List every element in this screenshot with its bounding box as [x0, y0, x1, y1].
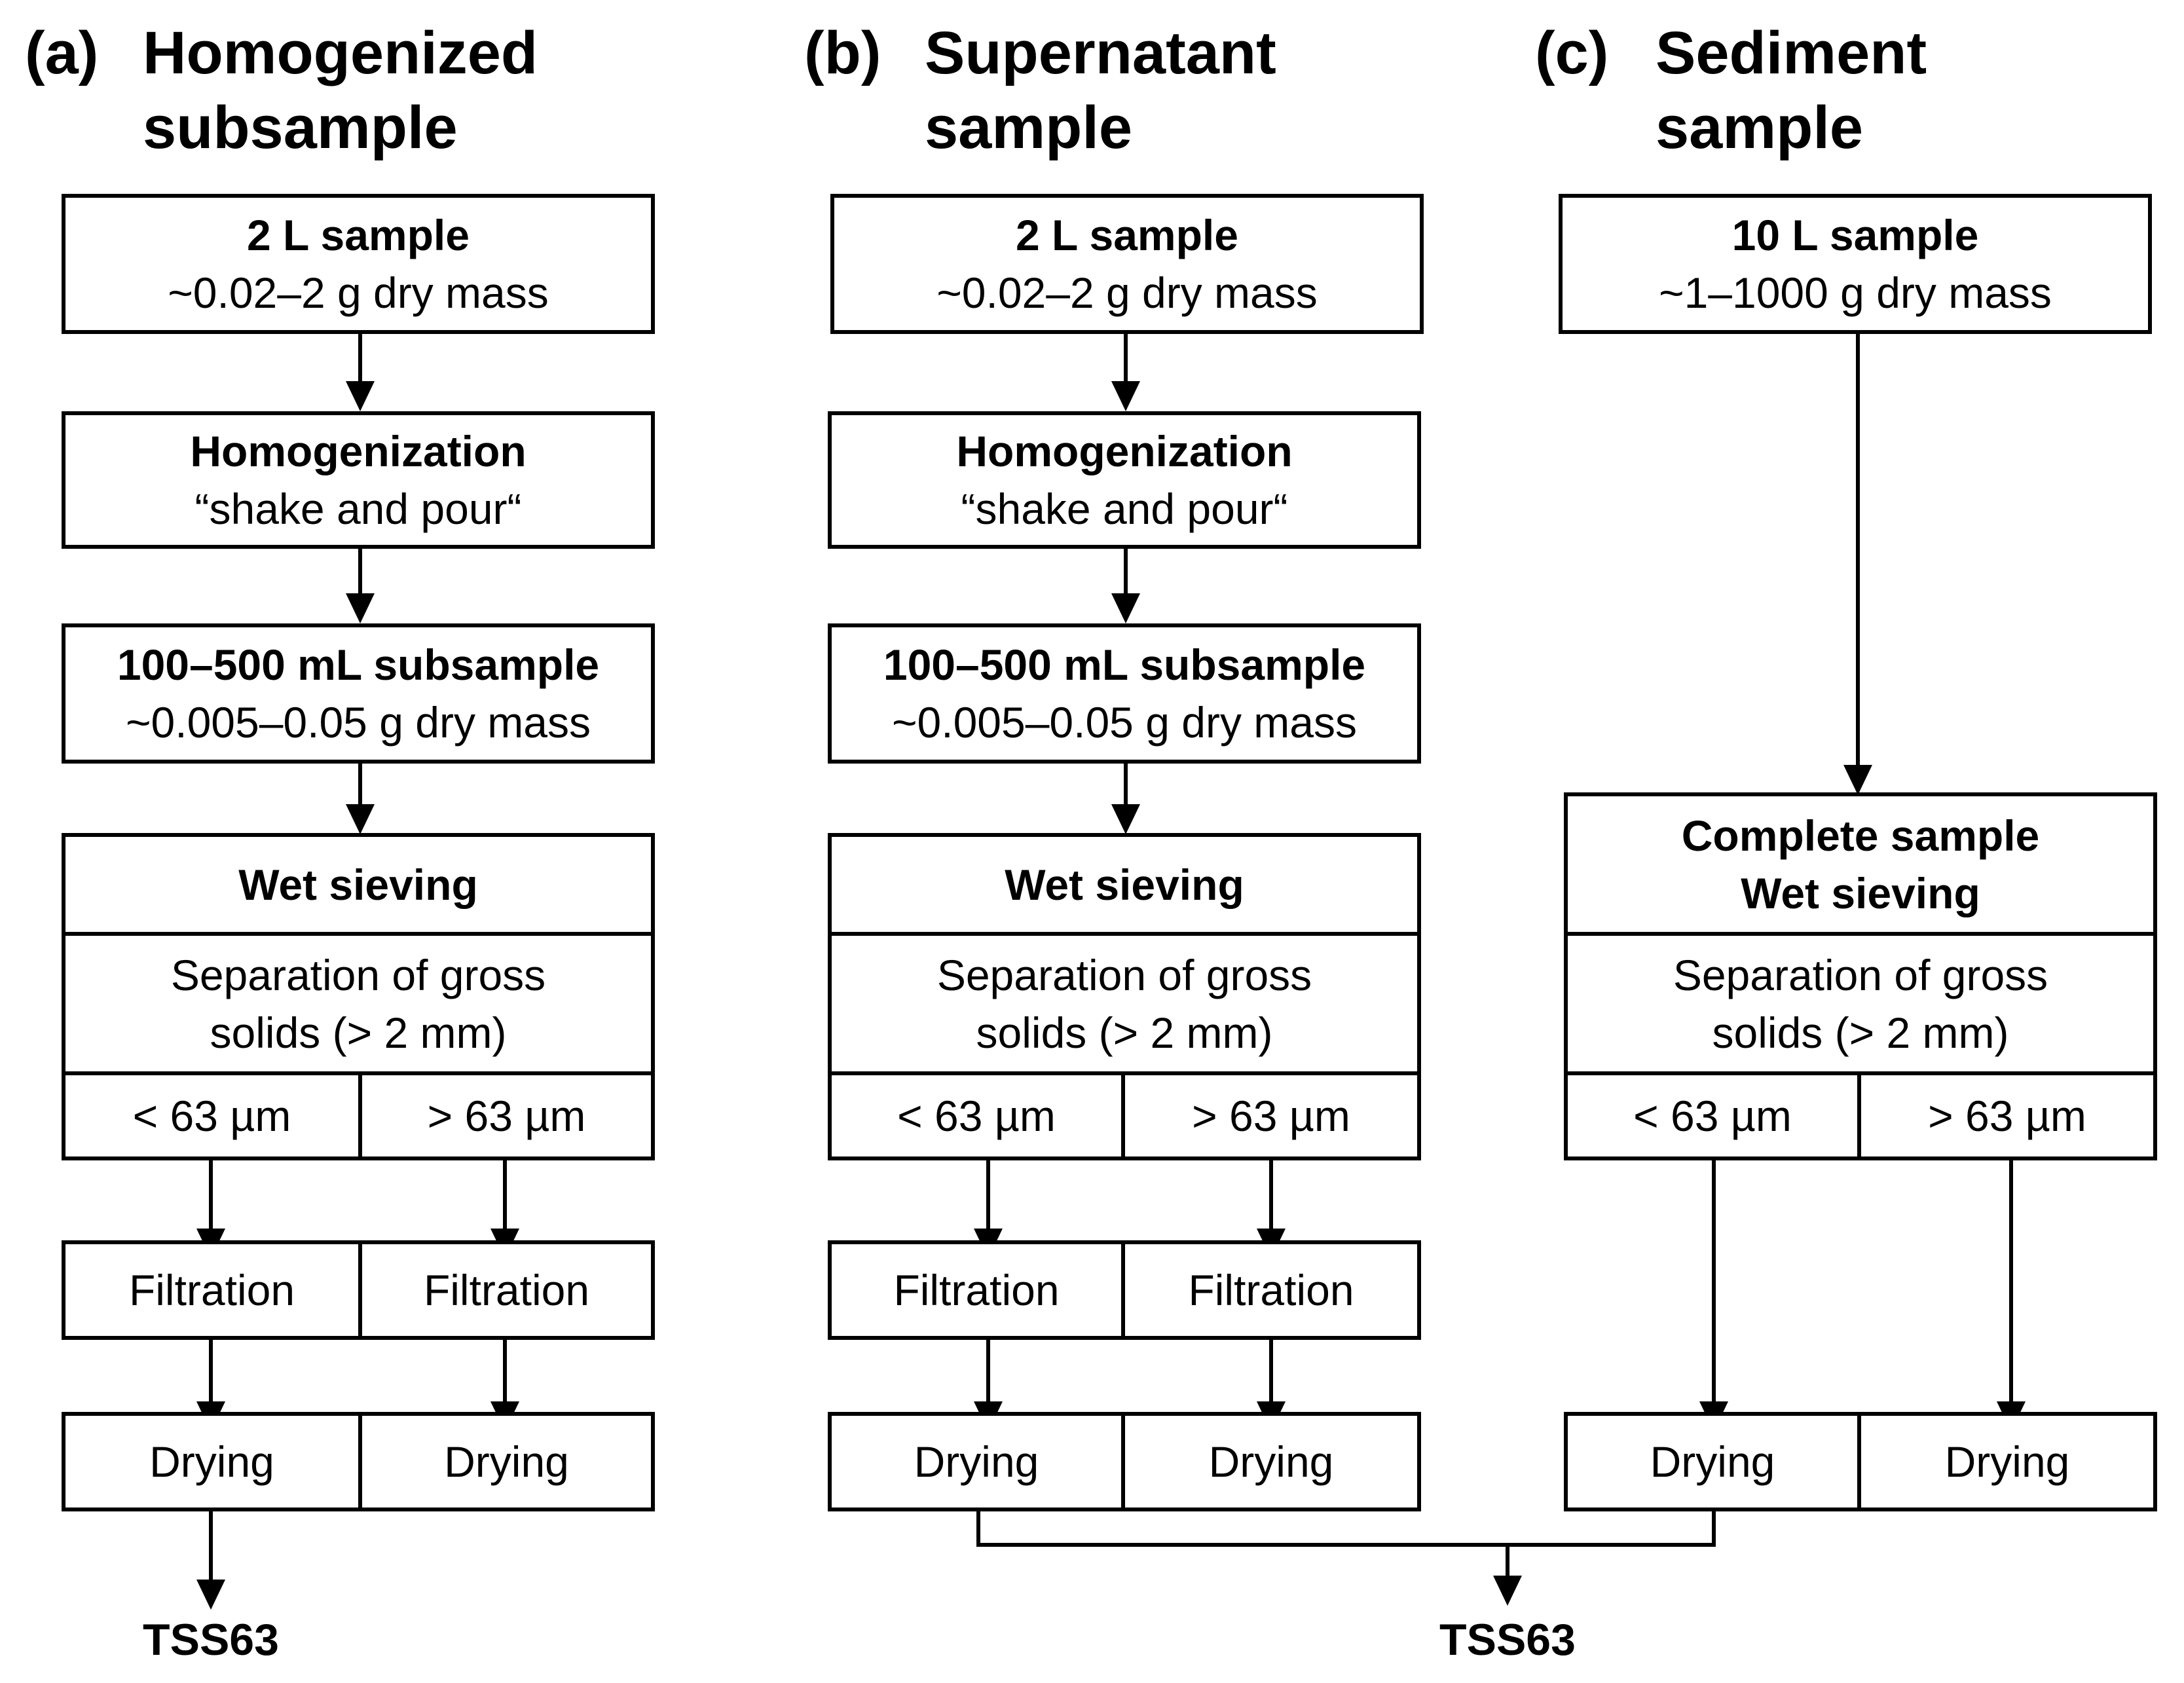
- b-fraction-gt63: > 63 µm: [1121, 1071, 1421, 1160]
- a-arrow-3-head: [346, 804, 375, 834]
- a-subsample-mass: ~0.005–0.05 g dry mass: [126, 698, 591, 747]
- heading-a-label: (a): [25, 20, 99, 86]
- heading-b-title-line1: Supernatant: [925, 20, 1276, 86]
- a-output-tss63: TSS63: [143, 1615, 279, 1665]
- a-arrow-2-head: [346, 593, 375, 623]
- b-drying-right: Drying: [1121, 1412, 1421, 1511]
- heading-b-label: (b): [804, 20, 881, 86]
- a-arrow-4-shaft: [209, 1160, 213, 1232]
- c-sample-title: 10 L sample: [1731, 211, 1979, 259]
- b-arrow-3-head: [1111, 804, 1140, 834]
- c-sample-mass: ~1–1000 g dry mass: [1659, 268, 2052, 317]
- a-arrow-3-shaft: [358, 764, 362, 809]
- heading-a-title-line1: Homogenized: [143, 20, 538, 86]
- b-arrow-7-shaft: [1269, 1340, 1273, 1405]
- a-arrow-6-shaft: [209, 1340, 213, 1405]
- a-filtration-left: Filtration: [62, 1240, 362, 1340]
- b-sample-mass: ~0.02–2 g dry mass: [936, 268, 1318, 317]
- a-separation-line1: Separation of gross: [170, 950, 546, 999]
- a-fraction-lt63: < 63 µm: [62, 1071, 362, 1160]
- c-arrow-3-shaft: [2009, 1160, 2013, 1405]
- a-homogenization-method: “shake and pour“: [194, 485, 522, 533]
- c-arrow-1-head: [1843, 765, 1872, 795]
- b-arrow-1-head: [1111, 381, 1140, 411]
- c-wet-sieving-header: Complete sample Wet sieving: [1564, 792, 2157, 936]
- a-arrow-7-shaft: [503, 1340, 507, 1405]
- b-separation-line1: Separation of gross: [936, 950, 1312, 999]
- a-homogenization-title: Homogenization: [190, 427, 527, 475]
- b-subsample-box: 100–500 mL subsample ~0.005–0.05 g dry m…: [828, 623, 1421, 764]
- a-arrow-2-shaft: [358, 549, 362, 597]
- heading-c-title-line1: Sediment: [1656, 20, 1927, 86]
- b-wet-sieving-header: Wet sieving: [828, 833, 1421, 936]
- a-subsample-box: 100–500 mL subsample ~0.005–0.05 g dry m…: [62, 623, 655, 764]
- a-arrow-5-shaft: [503, 1160, 507, 1232]
- b-output-connector: [976, 1511, 980, 1547]
- c-wet-sieving-line1: Complete sample: [1681, 811, 2040, 860]
- a-subsample-title: 100–500 mL subsample: [117, 640, 600, 689]
- b-subsample-title: 100–500 mL subsample: [883, 640, 1366, 689]
- b-sample-box: 2 L sample ~0.02–2 g dry mass: [830, 194, 1424, 334]
- heading-a-title-line2: subsample: [143, 94, 458, 161]
- b-homogenization-method: “shake and pour“: [961, 485, 1288, 533]
- b-arrow-4-shaft: [986, 1160, 990, 1232]
- c-drying-right: Drying: [1857, 1412, 2157, 1511]
- b-fraction-lt63: < 63 µm: [828, 1071, 1125, 1160]
- b-arrow-5-shaft: [1269, 1160, 1273, 1232]
- c-fraction-gt63: > 63 µm: [1857, 1071, 2157, 1160]
- bc-output-arrow-head: [1493, 1576, 1522, 1606]
- b-arrow-1-shaft: [1124, 334, 1128, 386]
- c-sample-box: 10 L sample ~1–1000 g dry mass: [1559, 194, 2152, 334]
- a-output-arrow-head: [196, 1580, 225, 1610]
- c-fraction-lt63: < 63 µm: [1564, 1071, 1861, 1160]
- a-separation-cell: Separation of gross solids (> 2 mm): [62, 932, 655, 1075]
- b-subsample-mass: ~0.005–0.05 g dry mass: [892, 698, 1357, 747]
- bc-output-arrow-shaft: [1506, 1543, 1509, 1581]
- bc-output-bracket: [976, 1543, 1716, 1547]
- b-arrow-3-shaft: [1124, 764, 1128, 809]
- c-separation-line1: Separation of gross: [1673, 950, 2048, 999]
- a-sample-box: 2 L sample ~0.02–2 g dry mass: [62, 194, 655, 334]
- a-fraction-gt63: > 63 µm: [358, 1071, 655, 1160]
- b-arrow-6-shaft: [986, 1340, 990, 1405]
- c-separation-cell: Separation of gross solids (> 2 mm): [1564, 932, 2157, 1075]
- b-separation-line2: solids (> 2 mm): [976, 1008, 1273, 1057]
- c-arrow-1-shaft: [1856, 334, 1860, 786]
- a-homogenization-box: Homogenization “shake and pour“: [62, 411, 655, 549]
- a-separation-line2: solids (> 2 mm): [210, 1008, 507, 1057]
- a-arrow-1-shaft: [358, 334, 362, 386]
- a-arrow-1-head: [346, 381, 375, 411]
- b-arrow-2-shaft: [1124, 549, 1128, 597]
- b-homogenization-title: Homogenization: [956, 427, 1293, 475]
- c-arrow-2-shaft: [1712, 1160, 1716, 1405]
- b-filtration-right: Filtration: [1121, 1240, 1421, 1340]
- c-separation-line2: solids (> 2 mm): [1712, 1008, 2009, 1057]
- b-homogenization-box: Homogenization “shake and pour“: [828, 411, 1421, 549]
- a-filtration-right: Filtration: [358, 1240, 655, 1340]
- a-output-arrow-shaft: [209, 1511, 213, 1583]
- c-output-connector: [1712, 1511, 1716, 1547]
- c-drying-left: Drying: [1564, 1412, 1861, 1511]
- b-sample-title: 2 L sample: [1016, 211, 1238, 259]
- a-sample-mass: ~0.02–2 g dry mass: [168, 268, 549, 317]
- bc-output-tss63: TSS63: [1439, 1615, 1576, 1665]
- a-drying-left: Drying: [62, 1412, 362, 1511]
- a-drying-right: Drying: [358, 1412, 655, 1511]
- b-filtration-left: Filtration: [828, 1240, 1125, 1340]
- c-wet-sieving-line2: Wet sieving: [1741, 868, 1980, 917]
- b-arrow-2-head: [1111, 593, 1140, 623]
- heading-c-title-line2: sample: [1656, 94, 1864, 161]
- heading-c-label: (c): [1535, 20, 1609, 86]
- heading-b-title-line2: sample: [925, 94, 1133, 161]
- a-sample-title: 2 L sample: [247, 211, 470, 259]
- b-separation-cell: Separation of gross solids (> 2 mm): [828, 932, 1421, 1075]
- a-wet-sieving-header: Wet sieving: [62, 833, 655, 936]
- b-drying-left: Drying: [828, 1412, 1125, 1511]
